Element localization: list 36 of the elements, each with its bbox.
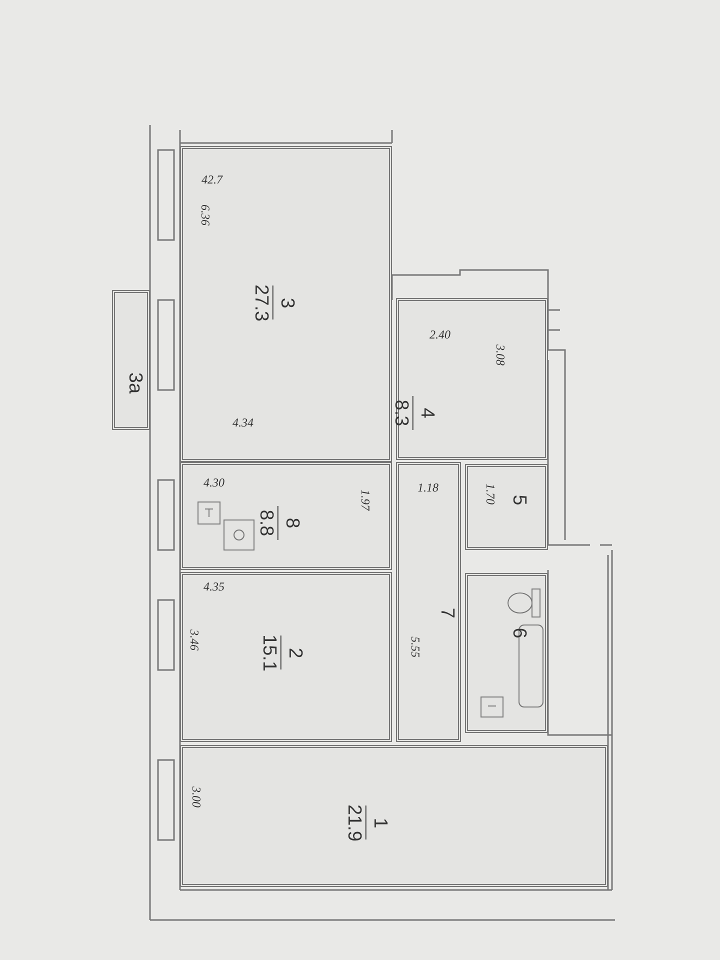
- room: [465, 573, 548, 733]
- dimension-label: 2.40: [430, 328, 450, 342]
- dimension-label: 3.08: [492, 344, 508, 366]
- room-number: 5: [508, 494, 528, 506]
- room-number: 4: [416, 408, 436, 418]
- room-area: 21.9: [342, 804, 364, 842]
- room: [396, 462, 461, 742]
- room: [180, 146, 392, 462]
- dimension-label: 1.70: [482, 484, 498, 504]
- dimension-label: 42.7: [202, 172, 222, 188]
- room: [180, 462, 392, 570]
- dimension-label: 4.34: [232, 416, 254, 430]
- dimension-label: 1.18: [418, 480, 438, 496]
- room: [180, 745, 608, 887]
- room: [180, 572, 392, 742]
- dimension-label: 1.97: [358, 490, 372, 510]
- room-area: 27.3: [250, 284, 270, 322]
- room-number: 3: [276, 298, 296, 308]
- room-number: 2: [284, 648, 304, 658]
- room-number: 3а: [124, 372, 144, 394]
- room-area: 15.1: [258, 634, 278, 672]
- room: [465, 464, 548, 550]
- room-number: 6: [508, 628, 528, 638]
- dimension-label: 3.46: [186, 630, 202, 650]
- room: [396, 298, 548, 460]
- room-number: 7: [436, 608, 456, 618]
- room-area: 8.3: [390, 400, 410, 426]
- room-number: 8: [280, 518, 302, 528]
- dimension-label: 6.36: [198, 204, 212, 226]
- dimension-label: 5.55: [408, 636, 422, 658]
- room-number: 1: [368, 818, 390, 828]
- dimension-label: 4.35: [204, 580, 224, 594]
- balcony: [112, 290, 150, 430]
- dimension-label: 3.00: [188, 786, 204, 808]
- room-area: 8.8: [254, 510, 276, 536]
- dimension-label: 4.30: [204, 476, 224, 490]
